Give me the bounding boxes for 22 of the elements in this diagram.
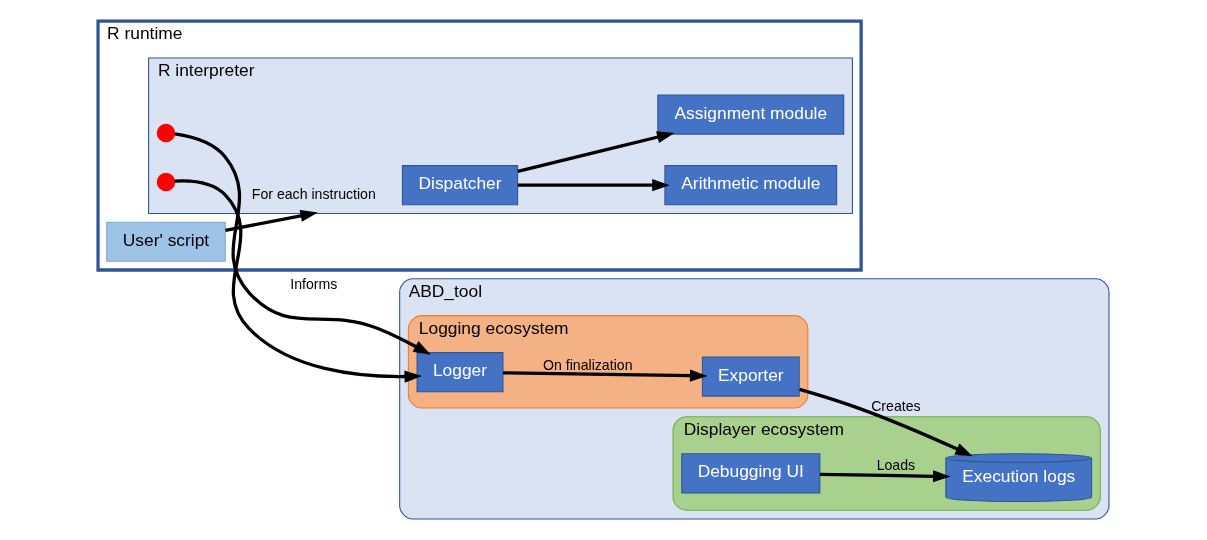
node-box: Assignment module [657,94,845,135]
node-box: Dispatcher [401,165,519,206]
edge-label: Loads [876,457,916,474]
arrow [174,179,422,383]
edge-label: On finalization [542,357,633,374]
node-circle [156,123,176,143]
arrow [174,132,431,355]
arrow [819,470,951,483]
edge-label: Informs [290,275,338,292]
arrow [517,131,675,173]
edge-label: For each instruction [251,185,376,202]
arrow [799,387,973,457]
node-circle [156,172,176,192]
arrow [225,209,318,233]
node-box: User' script [106,221,226,262]
node-box: Debugging UI [681,453,821,494]
arrow [517,179,670,192]
node-box: Logger [416,352,504,393]
edge-label: Creates [871,397,921,414]
node-box: Arithmetic module [664,165,838,206]
node-box: Exporter [701,356,800,397]
arrow [503,369,708,382]
